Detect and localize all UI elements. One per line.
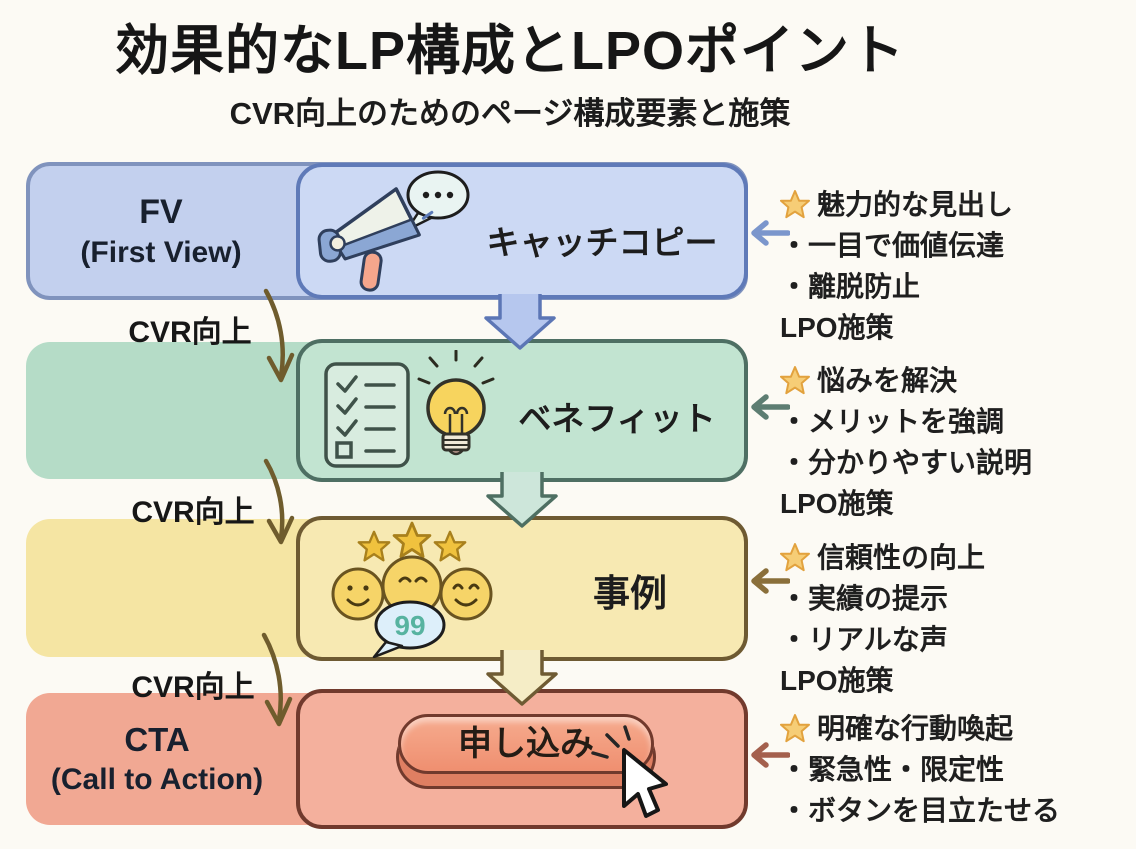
star-icon (780, 542, 810, 572)
lpo-group-cta: 明確な行動喚起 ・緊急性・限定性 ・ボタンを目立たせる (780, 708, 1132, 831)
checklist-icon (322, 360, 412, 470)
star-icon (780, 365, 810, 395)
lightbulb-icon (416, 350, 496, 472)
lpo-bullet: ・実績の提示 (780, 583, 949, 614)
lpo-group-benefit: 悩みを解決 ・メリットを強調 ・分かりやすい説明 LPO施策 (780, 360, 1132, 524)
lpo-footer: LPO施策 (780, 665, 894, 696)
lpo-bullet: ・一目で価値伝達 (780, 230, 1005, 261)
cta-label: CTA (Call to Action) (26, 721, 288, 797)
cvr-label-2: CVR向上 (131, 496, 255, 529)
curved-arrow-icon (252, 288, 300, 392)
lpo-headline: 明確な行動喚起 (817, 713, 1014, 744)
lpo-headline: 信頼性の向上 (817, 542, 986, 573)
fv-subtitle: (First View) (80, 236, 242, 269)
fv-label: FV (First View) (36, 193, 286, 270)
lpo-bullet: ・ボタンを目立たせる (780, 795, 1061, 826)
lpo-bullet: ・分かりやすい説明 (780, 447, 1033, 478)
case-label: 事例 (593, 573, 667, 614)
megaphone-icon (310, 166, 478, 298)
down-arrow-icon (484, 650, 560, 706)
click-spark-icon (591, 725, 631, 759)
lpo-headline: 魅力的な見出し (817, 189, 1014, 220)
left-arrow-icon (746, 566, 790, 596)
cta-box (296, 689, 748, 829)
speech-bubble-icon (405, 170, 470, 232)
star-icon (780, 713, 810, 743)
left-arrow-icon (746, 392, 790, 422)
lpo-bullet: ・緊急性・限定性 (780, 754, 1005, 785)
lpo-group-case: 信頼性の向上 ・実績の提示 ・リアルな声 LPO施策 (780, 537, 1132, 701)
star-icon (780, 189, 810, 219)
page-subtitle: CVR向上のためのページ構成要素と施策 (229, 96, 791, 131)
lpo-headline: 悩みを解決 (817, 365, 958, 396)
quote-bubble-icon: 99 (372, 600, 446, 658)
lpo-bullet: ・メリットを強調 (780, 406, 1005, 437)
cursor-icon (588, 724, 688, 824)
curved-arrow-icon (250, 632, 298, 736)
lpo-group-fv: 魅力的な見出し ・一目で価値伝達 ・離脱防止 LPO施策 (780, 184, 1132, 348)
cvr-label-1: CVR向上 (128, 316, 252, 349)
lpo-bullet: ・リアルな声 (780, 624, 948, 655)
lpo-footer: LPO施策 (780, 488, 894, 519)
fv-title: FV (139, 193, 183, 231)
down-arrow-icon (482, 294, 558, 350)
signup-button[interactable]: 申し込み (398, 714, 654, 774)
left-arrow-icon (746, 218, 790, 248)
smiley-faces-icon: 99 (322, 520, 504, 658)
page-title: 効果的なLP構成とLPOポイント (114, 21, 905, 81)
lpo-bullet: ・離脱防止 (780, 271, 921, 302)
catch-copy-label: キャッチコピー (486, 224, 718, 261)
star-rating-icon (357, 521, 467, 562)
left-arrow-icon (746, 740, 790, 770)
curved-arrow-icon (252, 458, 300, 554)
lpo-footer: LPO施策 (780, 312, 894, 343)
down-arrow-icon (484, 472, 560, 528)
benefit-label: ベネフィット (518, 400, 716, 437)
cta-subtitle: (Call to Action) (50, 763, 264, 796)
quote-bubble-text: 99 (394, 610, 425, 641)
cvr-label-3: CVR向上 (131, 671, 255, 704)
cta-title: CTA (124, 721, 190, 758)
